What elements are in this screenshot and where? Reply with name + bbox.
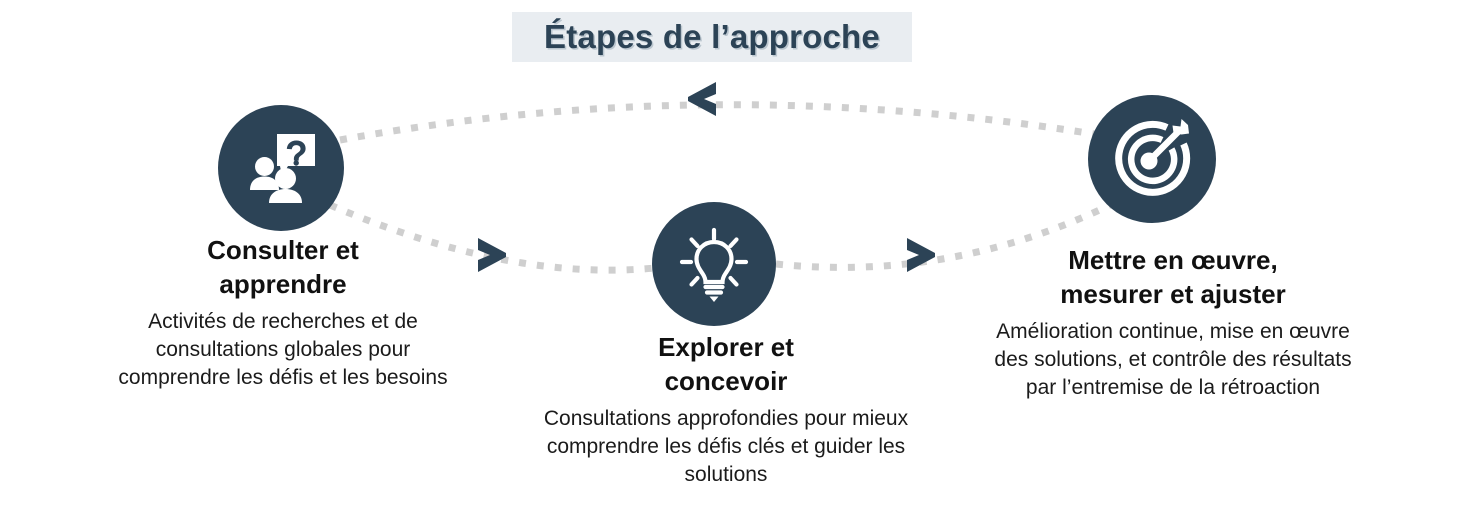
step-text-mettre-en-oeuvre: Mettre en œuvre, mesurer et ajuster Amél… [982, 243, 1364, 403]
connector-path-measure-to-consult [339, 101, 1101, 144]
chevron-right-icon-2 [907, 238, 935, 272]
step-text-explorer-et-concevoir: Explorer et concevoir Consultations appr… [540, 330, 912, 490]
step-heading: Consulter et apprendre [108, 233, 458, 302]
step-heading: Explorer et concevoir [540, 330, 912, 399]
page-title: Étapes de l’approche [544, 18, 880, 55]
lightbulb-icon [679, 227, 749, 302]
chevron-right-icon-1 [478, 238, 506, 272]
step-icon-circle-explorer-et-concevoir[interactable] [652, 202, 776, 326]
step-description: Amélioration continue, mise en œuvre des… [994, 319, 1352, 400]
step-heading: Mettre en œuvre, mesurer et ajuster [982, 243, 1364, 312]
step-heading-line1: Mettre en œuvre, [1068, 245, 1278, 275]
step-heading-line2: mesurer et ajuster [1060, 279, 1286, 310]
step-heading-line2: apprendre [219, 269, 347, 300]
step-description: Consultations approfondies pour mieux co… [543, 406, 909, 487]
target-arrow-icon [1115, 119, 1191, 196]
step-heading-line1: Explorer et [658, 332, 794, 362]
step-description: Activités de recherches et de consultati… [118, 309, 448, 390]
step-text-consulter-et-apprendre: Consulter et apprendre Activités de rech… [108, 233, 458, 393]
people-question-icon [250, 134, 315, 203]
page-title-band [512, 12, 912, 62]
chevron-left-icon [688, 82, 716, 116]
step-icon-circle-mettre-en-oeuvre[interactable] [1088, 95, 1216, 223]
step-heading-line1: Consulter et [207, 235, 359, 265]
step-heading-line2: concevoir [664, 366, 788, 397]
step-icon-circle-consulter-et-apprendre[interactable] [218, 105, 344, 231]
